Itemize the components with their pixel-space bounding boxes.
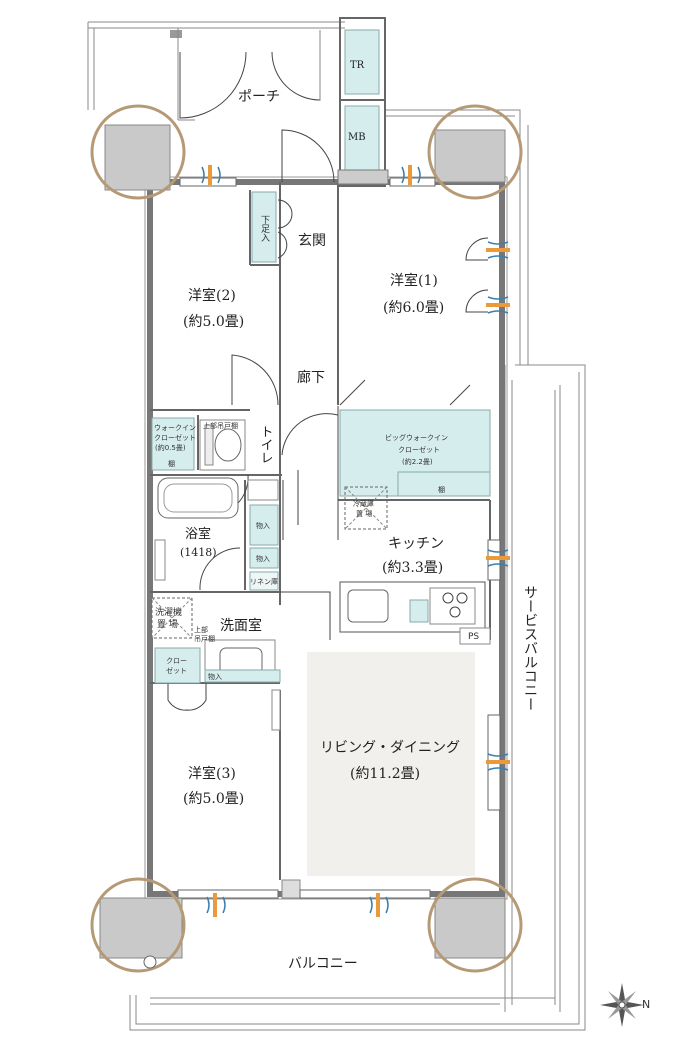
label-washroom: 洗面室: [220, 617, 262, 634]
porch-area: [170, 28, 321, 121]
label-upper-cabinet: 上部吊戸棚: [203, 421, 238, 430]
label-ldk-size: (約11.2畳): [350, 766, 420, 782]
label-western3-size: (約5.0畳): [183, 791, 244, 807]
compass-north-label: N: [642, 998, 650, 1011]
entrance-door: [281, 129, 335, 183]
label-bath-size: (1418): [180, 546, 217, 559]
label-big-walkin-shelf: 棚: [438, 485, 445, 494]
closet-small: [154, 647, 201, 684]
fridge-space: [344, 486, 388, 530]
label-fridge-1: 冷蔵庫: [353, 499, 374, 508]
label-porch: ポーチ: [238, 89, 280, 105]
label-walkin-small-2: クローゼット: [154, 433, 196, 442]
label-balcony: バルコニー: [288, 956, 358, 972]
kitchen-counter: [339, 581, 491, 645]
label-storage1: 物入: [256, 521, 270, 530]
storage-units: [247, 479, 279, 591]
label-bath-name: 浴室: [185, 526, 211, 542]
bathtub: [154, 477, 239, 581]
label-western3-name: 洋室(3): [188, 765, 236, 782]
compass-rose-icon: [600, 983, 644, 1027]
label-walkin-small-1: ウォークイン: [154, 424, 196, 432]
shoe-storage: [251, 191, 293, 263]
label-ps: PS: [468, 632, 479, 642]
walkin-closet-small: [151, 417, 195, 471]
label-washer-2: 置 場: [157, 618, 178, 630]
label-shelf: 棚: [168, 459, 175, 468]
ventilation-marks: [201, 165, 510, 917]
label-storage3: 物入: [208, 672, 222, 681]
washing-machine-space: [151, 597, 193, 639]
label-entrance: 玄関: [298, 232, 326, 249]
label-storage2: 物入: [256, 554, 270, 563]
label-big-walkin-1: ビッグウォークイン: [385, 433, 448, 442]
toilet-fixture: [199, 419, 246, 471]
label-tr: TR: [350, 60, 365, 71]
big-walkin-closet: [339, 409, 491, 497]
label-washroom-upper-2: 吊戸棚: [194, 634, 215, 643]
label-service-balcony: サービスバルコニー: [522, 585, 538, 711]
label-big-walkin-2: クローゼット: [398, 445, 440, 454]
label-shoe-storage: 下足入: [259, 215, 270, 242]
label-kitchen-size: (約3.3畳): [382, 560, 443, 576]
washroom-vanity: [204, 639, 281, 683]
tr-mb-shaft: [339, 17, 386, 187]
label-washer-1: 洗濯機: [155, 606, 182, 618]
label-walkin-small-size: (約0.5畳): [155, 443, 186, 452]
label-washroom-upper-1: 上部: [194, 625, 208, 634]
label-ldk-name: リビング・ダイニング: [320, 740, 460, 756]
label-linen: リネン庫: [250, 577, 278, 586]
label-western1-name: 洋室(1): [390, 272, 438, 289]
label-western2-name: 洋室(2): [188, 287, 236, 304]
label-closet-2: ゼット: [166, 666, 187, 675]
label-big-walkin-size: (約2.2畳): [402, 457, 433, 466]
label-closet-1: クロー: [166, 657, 187, 665]
label-kitchen-name: キッチン: [388, 536, 444, 552]
label-western1-size: (約6.0畳): [383, 300, 444, 316]
ldk-floor: [307, 652, 475, 876]
label-hallway: 廊下: [297, 369, 325, 386]
structural-columns: [90, 104, 523, 973]
label-mb: MB: [348, 132, 366, 143]
label-fridge-2: 置 場: [356, 509, 372, 518]
label-western2-size: (約5.0畳): [183, 314, 244, 330]
label-toilet: トイレ: [258, 425, 273, 464]
